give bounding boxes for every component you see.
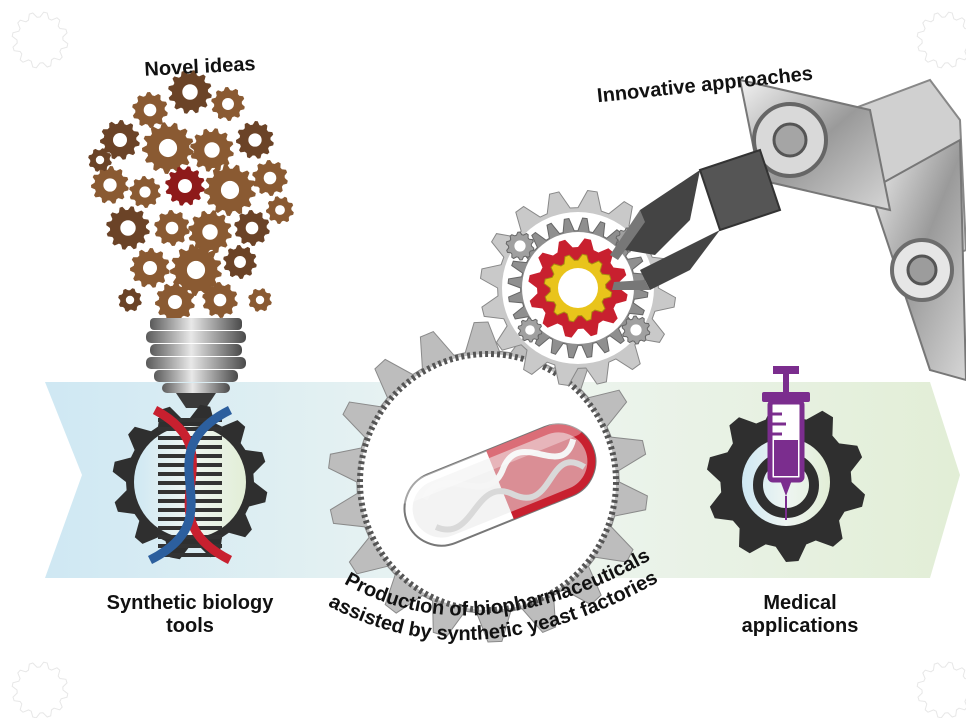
gear-hole bbox=[525, 325, 535, 335]
gear-hole bbox=[103, 178, 117, 192]
corner-gear-icon bbox=[11, 11, 69, 69]
gear-hole bbox=[213, 293, 227, 307]
big-gear-capsule-icon bbox=[328, 321, 648, 643]
medical-applications-label: Medical applications bbox=[715, 592, 885, 638]
gear-hole bbox=[139, 186, 151, 198]
corner-gear-icon bbox=[916, 661, 966, 719]
synthetic-biology-tools-line1: Synthetic biology bbox=[106, 592, 274, 614]
dna-strand-blue bbox=[147, 405, 233, 565]
gear-hole bbox=[143, 261, 157, 275]
gear-hole bbox=[245, 221, 259, 235]
gear-hole bbox=[514, 240, 526, 252]
gear-hole bbox=[165, 221, 179, 235]
medical-applications-line2: applications bbox=[741, 615, 859, 637]
gear-hole bbox=[125, 295, 135, 305]
gear-hole bbox=[182, 84, 198, 100]
gear-hole bbox=[220, 180, 240, 200]
gear-hole bbox=[234, 256, 246, 268]
bulb-socket bbox=[146, 318, 246, 408]
gear-hole bbox=[24, 24, 56, 56]
gear-hole bbox=[248, 133, 262, 147]
synthetic-biology-tools-label: Synthetic biology tools bbox=[85, 592, 295, 638]
syringe-icon bbox=[762, 366, 810, 520]
gear-hole bbox=[168, 295, 182, 309]
gear-hole bbox=[95, 155, 105, 165]
syringe-gear-icon bbox=[707, 366, 865, 562]
gear-hole bbox=[204, 142, 220, 158]
robot-arm-icon bbox=[610, 78, 966, 382]
gear-hole bbox=[558, 268, 598, 308]
gear-hole bbox=[630, 324, 642, 336]
gear-bulb-icon bbox=[88, 70, 294, 408]
medical-applications-line1: Medical bbox=[763, 592, 837, 614]
capsule-icon bbox=[396, 416, 597, 547]
gear-hole bbox=[929, 24, 961, 56]
gear-hole bbox=[120, 220, 136, 236]
gear-hole bbox=[275, 205, 285, 215]
gear-hole bbox=[255, 295, 265, 305]
gear-hole bbox=[143, 103, 157, 117]
gear-hole bbox=[929, 674, 961, 706]
gear-hole bbox=[113, 133, 127, 147]
gear-hole bbox=[24, 674, 56, 706]
corner-gear-icon bbox=[916, 11, 966, 69]
corner-gear-icon bbox=[11, 11, 966, 719]
gear-hole bbox=[202, 224, 218, 240]
gear-hole bbox=[186, 260, 206, 280]
gear-hole bbox=[222, 98, 234, 110]
gear-hole bbox=[158, 138, 178, 158]
gear-hole bbox=[178, 179, 192, 193]
dna-gear-icon bbox=[112, 404, 268, 565]
synthetic-biology-tools-line2: tools bbox=[166, 615, 214, 637]
corner-gear-icon bbox=[11, 661, 69, 719]
gear-hole bbox=[263, 171, 277, 185]
